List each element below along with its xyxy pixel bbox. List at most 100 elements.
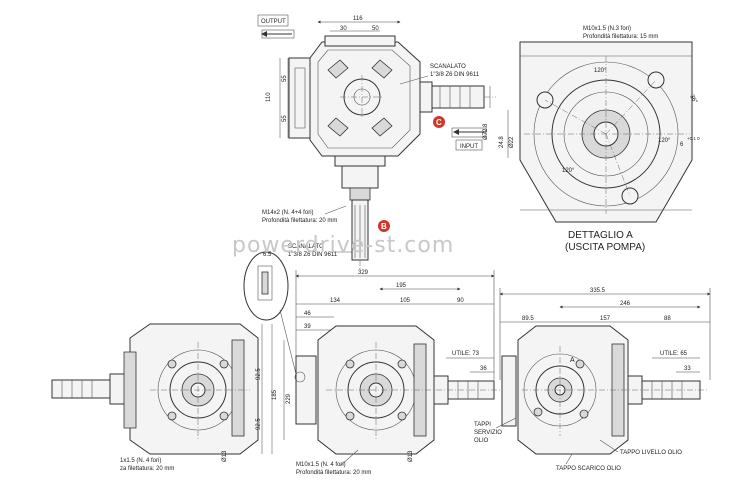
br-bolt-1 [575, 359, 585, 369]
thread-mid-1: M10x1.5 (N. 4 fori) [296, 462, 346, 468]
output-arrow-box [261, 29, 295, 39]
thread-mid-leader [339, 449, 359, 467]
detail-dim-6: 6 [680, 142, 684, 148]
dim-30: 30 [340, 26, 347, 32]
br-bolt-3 [579, 409, 589, 419]
detail-thread-2: Profondità filettatura: 15 mm [583, 34, 658, 40]
detail-thread-1: M10x1.5 (N.3 fori) [583, 26, 631, 32]
detail-radials [544, 79, 657, 197]
spline-leader [399, 75, 429, 85]
left-flange [288, 57, 312, 139]
gearbox-body-inner [317, 49, 411, 149]
dim-46: 46 [304, 311, 311, 317]
detail-dim-tol: +0.1 0 [687, 136, 700, 141]
detail-bolt-hole-1 [647, 71, 665, 89]
tappi-3: OLIO [474, 438, 489, 444]
detail-angle-120c: 120° [562, 168, 575, 174]
input-arrow-box [451, 127, 487, 138]
detail-angle-36: 36° [688, 94, 698, 105]
tappi-2: SERVIZIO [474, 430, 502, 436]
br-left-flange [501, 355, 517, 427]
bottom-right-view: A UTILE: 65 33 TAPPI SERVIZIO OLIO TAPPO… [474, 325, 708, 472]
bottom-left-view: 92.5 92.5 185 229 Ø13 1x1.5 (N. 4 fori) … [51, 323, 292, 472]
dim-134: 134 [330, 298, 341, 304]
output-shaft-splines [354, 205, 366, 258]
dim-229: 229 [286, 393, 292, 404]
output-box [257, 14, 289, 27]
detail-angle-120a: 120° [594, 68, 607, 74]
bm-left-detail [294, 371, 306, 383]
thread-mid-2: Profondità filettatura: 20 mm [296, 470, 371, 476]
thread-label-1: M14x2 (N. 4+4 fori) [262, 210, 314, 216]
thread-leader [324, 205, 347, 215]
dim-6-5: 6.5 [263, 252, 272, 258]
detail-bubble-leader [279, 309, 297, 375]
dia-mid: Ø13 [408, 450, 414, 462]
left-flange-inner [294, 67, 306, 129]
dim-92-5b: 92.5 [256, 418, 262, 430]
dim-195: 195 [396, 283, 407, 289]
bl-bolt-2 [219, 359, 229, 369]
bottom-dimensions: 329 195 134 105 90 46 39 335.5 246 89.5 … [295, 270, 711, 380]
badge-b [378, 220, 390, 232]
dia-left: Ø13 [222, 450, 228, 462]
dim-116: 116 [353, 16, 363, 22]
bl-right-rib [231, 339, 245, 437]
bl-axes [150, 342, 250, 440]
badge-c [433, 116, 445, 128]
badge-c-label: C [436, 118, 442, 127]
bm-bolt-4 [397, 411, 407, 421]
spline-label-b2: 1"3/8 Z6 DIN 9611 [288, 252, 338, 258]
tappo-livello-leader [599, 439, 619, 453]
bm-axes [326, 342, 500, 440]
bolt-lugs [327, 59, 393, 137]
detail-bubble-part [257, 265, 273, 301]
badge-b-label: B [381, 222, 387, 231]
dim-extension-lines-b [499, 288, 711, 380]
dim-55b: 55 [282, 115, 288, 122]
detail-axes [524, 56, 690, 214]
br-axes [522, 346, 708, 436]
dim-33: 33 [684, 366, 691, 372]
dim-185: 185 [272, 389, 278, 400]
bm-bolt-1 [345, 359, 355, 369]
detail-bubble-outline [243, 251, 289, 321]
detail-angle-120b: 120° [658, 138, 671, 144]
bm-bolt-3 [345, 411, 355, 421]
spline-label-2: 1"3/8 Z6 DIN 9611 [430, 72, 480, 78]
spline-label-1: SCANALATO [430, 64, 466, 70]
bl-bolt-4 [219, 411, 229, 421]
detail-title-1: DETTAGLIO A [568, 230, 633, 241]
utile-73: UTILE: 73 [452, 351, 480, 357]
dim-246: 246 [620, 301, 631, 307]
center-axes [340, 75, 384, 119]
tappi-leader [495, 417, 517, 429]
tappo-livello: TAPPO LIVELLO OLIO [620, 450, 682, 456]
dim-89-5: 89.5 [522, 316, 534, 322]
tappo-scarico: TAPPO SCARICO OLIO [556, 466, 621, 472]
input-shaft-splines [439, 86, 471, 108]
dim-157: 157 [600, 316, 611, 322]
bl-shaft-splines [61, 380, 93, 398]
output-label: OUTPUT [261, 19, 286, 25]
watermark: powerdrive-st.com [232, 233, 454, 258]
dim-55a: 55 [282, 75, 288, 82]
thread-label-2: Profondità filettatura: 20 mm [262, 218, 337, 224]
detail-title-2: (USCITA POMPA) [565, 242, 645, 253]
mark-a: A [570, 357, 575, 364]
dim-88: 88 [664, 316, 671, 322]
utile-65: UTILE: 65 [660, 351, 688, 357]
dim-329: 329 [358, 270, 369, 276]
top-view: OUTPUT 116 30 50 [257, 14, 496, 270]
bm-left-flange [295, 355, 317, 425]
detail-bubble-key [261, 271, 269, 295]
dim-105: 105 [400, 298, 411, 304]
tappo-scarico-leader [565, 453, 573, 465]
bottom-middle-view: UTILE: 73 36 Ø13 M10x1.5 (N. 4 fori) Pro… [294, 325, 500, 476]
dim-90: 90 [457, 298, 464, 304]
bl-bolt-3 [167, 411, 177, 421]
input-hub [419, 81, 433, 113]
tappi-1: TAPPI [474, 422, 491, 428]
bottom-housing [341, 165, 379, 189]
dim-110: 110 [266, 92, 272, 102]
